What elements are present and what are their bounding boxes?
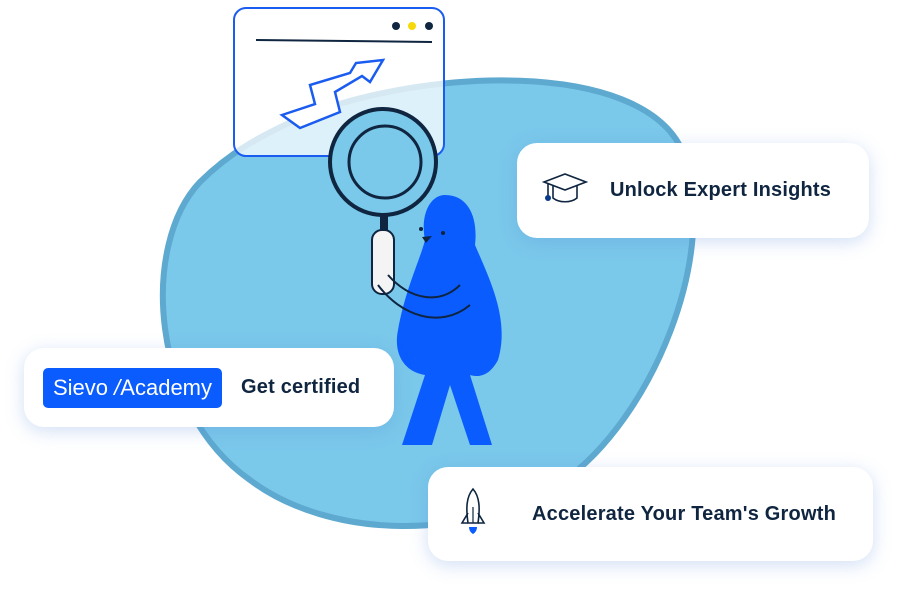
rocket-icon <box>460 487 486 542</box>
graduation-cap-icon <box>541 170 589 211</box>
get-certified-card[interactable]: Sievo /Academy Get certified <box>24 348 394 427</box>
card-label: Accelerate Your Team's Growth <box>532 502 836 525</box>
card-label: Get certified <box>241 376 361 398</box>
character-figure <box>377 195 502 445</box>
sievo-academy-logo: Sievo /Academy <box>43 367 223 408</box>
card-label: Unlock Expert Insights <box>610 179 832 201</box>
team-growth-card[interactable]: Accelerate Your Team's Growth <box>428 467 873 561</box>
magnifier-icon <box>328 107 438 295</box>
expert-insights-card[interactable]: Unlock Expert Insights <box>517 143 869 238</box>
